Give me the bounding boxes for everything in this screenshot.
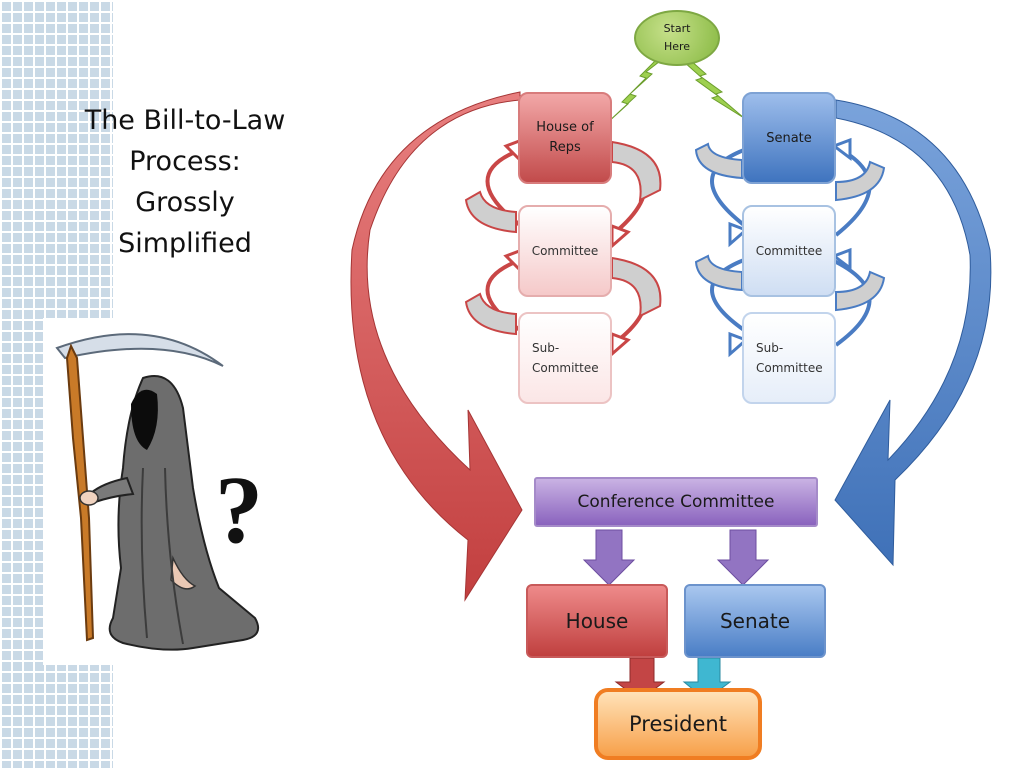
title-line-4: Simplified [118, 228, 252, 259]
house-to-conference-arrow [350, 91, 523, 602]
final-house-box: House [526, 584, 668, 658]
house-committee-box: Committee [518, 205, 612, 297]
senate-committee-box: Committee [742, 205, 836, 297]
conference-to-senate-arrow [716, 529, 770, 586]
question-mark: ? [215, 456, 263, 563]
title-line-3: Grossly [135, 187, 235, 218]
senate-subcommittee-line-2: Committee [756, 361, 823, 375]
senate-subcommittee-box: Sub- Committee [742, 312, 836, 404]
start-bolt-left [605, 57, 665, 125]
house-of-reps-line-2: Reps [549, 140, 581, 155]
final-senate-box: Senate [684, 584, 826, 658]
house-subcommittee-line-2: Committee [532, 361, 599, 375]
start-here-bubble: Start Here [634, 10, 720, 66]
house-of-reps-box: House of Reps [518, 92, 612, 184]
slide-title: The Bill-to-Law Process: Grossly Simplif… [60, 100, 310, 264]
senate-box: Senate [742, 92, 836, 184]
house-subcommittee-line-1: Sub- [532, 341, 560, 355]
senate-loop-heads [728, 137, 852, 358]
conference-to-house-arrow [582, 529, 636, 586]
title-line-2: Process: [129, 146, 241, 177]
house-loop-bands [464, 140, 662, 336]
senate-to-conference-arrow [834, 99, 992, 567]
conference-committee-box: Conference Committee [534, 477, 818, 527]
start-line-2: Here [663, 40, 691, 53]
senate-subcommittee-line-1: Sub- [756, 341, 784, 355]
start-bolt-right [683, 59, 745, 119]
senate-loop-bands [694, 142, 886, 312]
house-of-reps-line-1: House of [536, 120, 594, 135]
start-line-1: Start [663, 22, 691, 35]
president-box: President [594, 688, 762, 760]
title-line-1: The Bill-to-Law [84, 105, 286, 136]
grim-reaper-illustration [43, 318, 280, 665]
house-subcommittee-box: Sub- Committee [518, 312, 612, 404]
